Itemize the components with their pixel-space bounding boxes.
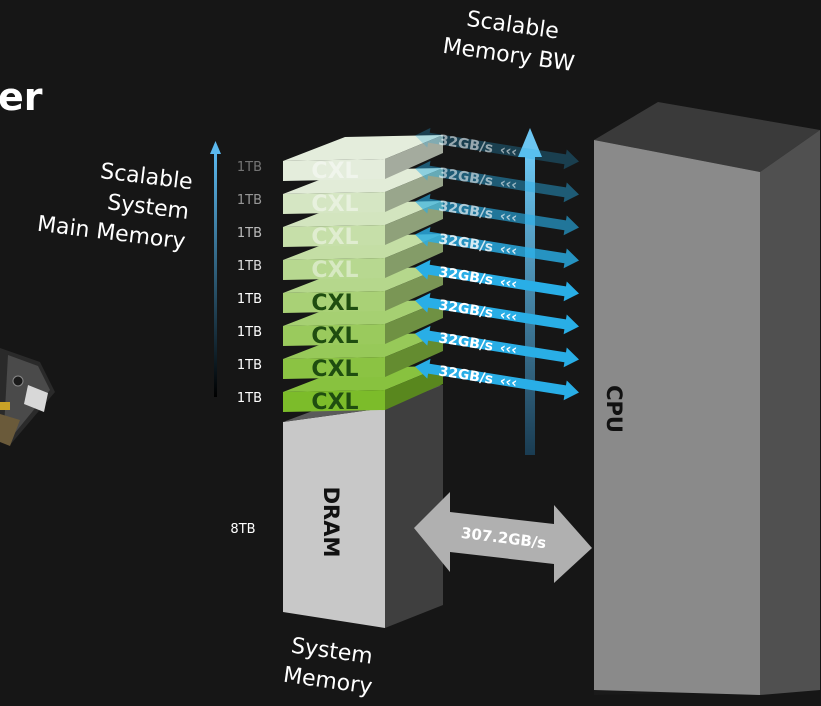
- cxl-front-face: [283, 192, 385, 214]
- cxl-side-face: [385, 300, 443, 344]
- cxl-arrow-shape: [415, 358, 580, 401]
- cxl-top-face: [283, 366, 443, 392]
- cxl-arrow-shape: [415, 292, 580, 335]
- cxl-bandwidth-label: 32GB/s: [437, 264, 494, 288]
- cxl-label: CXL: [311, 390, 358, 415]
- cxl-bandwidth-label: 32GB/s: [437, 198, 494, 222]
- cxl-arrow-shape: [415, 127, 580, 170]
- cxl-side-face: [385, 135, 443, 179]
- scalable-bw-label: Scalable Memory BW: [441, 7, 576, 77]
- scalable-system-arrow: [210, 141, 221, 397]
- cxl-top-face: [283, 267, 443, 293]
- cxl-top-face: [283, 168, 443, 194]
- cxl-label: CXL: [311, 159, 358, 184]
- cxl-side-face: [385, 366, 443, 410]
- cxl-module: CXL: [283, 234, 443, 283]
- cxl-module: CXL: [283, 333, 443, 382]
- cxl-device-image: [0, 348, 55, 446]
- cxl-label: CXL: [311, 357, 358, 382]
- cxl-capacity-label: 1TB: [237, 325, 262, 340]
- cxl-top-face: [283, 333, 443, 359]
- cxl-bandwidth-label: 32GB/s: [437, 132, 494, 156]
- cxl-arrow-shape: [415, 193, 580, 236]
- cxl-capacity-label: 1TB: [237, 391, 262, 406]
- chevron-left-icon: ‹‹‹: [499, 307, 519, 326]
- cxl-capacity-label: 1TB: [237, 259, 262, 274]
- cxl-module: CXL: [283, 135, 443, 184]
- dram-cpu-arrow: 307.2GB/s: [414, 492, 592, 583]
- cxl-top-face: [283, 234, 443, 260]
- cxl-arrow-shape: [415, 226, 580, 269]
- cxl-label: CXL: [311, 225, 358, 250]
- cxl-side-face: [385, 168, 443, 212]
- dram-label: DRAM: [319, 487, 343, 558]
- bandwidth-arrows: 32GB/s ‹‹‹ 32GB/s ‹‹‹ 32GB/s ‹‹‹ 32GB/s ‹‹‹ 32GB…: [415, 127, 580, 401]
- cxl-side-face: [385, 234, 443, 278]
- cxl-bandwidth-label: 32GB/s: [437, 297, 494, 321]
- cxl-module: CXL: [283, 267, 443, 316]
- cxl-bandwidth-label: 32GB/s: [437, 330, 494, 354]
- cxl-capacity-label: 1TB: [237, 292, 262, 307]
- chevron-left-icon: ‹‹‹: [499, 373, 519, 392]
- memory-bw-arrow: [518, 128, 542, 455]
- chevron-left-icon: ‹‹‹: [499, 142, 519, 161]
- chevron-left-icon: ‹‹‹: [499, 208, 519, 227]
- cxl-bandwidth-label: 32GB/s: [437, 165, 494, 189]
- cpu-label: CPU: [602, 385, 626, 433]
- cxl-module: CXL: [283, 168, 443, 217]
- cxl-arrow-shape: [415, 160, 580, 203]
- cxl-bandwidth-label: 32GB/s: [437, 363, 494, 387]
- dram-block: DRAM: [283, 385, 443, 628]
- cxl-front-face: [283, 390, 385, 412]
- chevron-left-icon: ‹‹‹: [499, 175, 519, 194]
- chevron-left-icon: ‹‹‹: [499, 340, 519, 359]
- cxl-front-face: [283, 225, 385, 247]
- cxl-side-face: [385, 201, 443, 245]
- cxl-label: CXL: [311, 258, 358, 283]
- cpu-block: CPU: [594, 102, 820, 695]
- cxl-top-face: [283, 135, 443, 161]
- chevron-left-icon: ‹‹‹: [499, 274, 519, 293]
- cxl-module: CXL: [283, 201, 443, 250]
- cxl-top-face: [283, 300, 443, 326]
- cxl-capacity-label: 1TB: [237, 160, 262, 175]
- cxl-capacity-label: 1TB: [237, 193, 262, 208]
- cxl-label: CXL: [311, 192, 358, 217]
- header-title: er: [0, 75, 43, 119]
- cxl-front-face: [283, 357, 385, 379]
- dram-capacity: 8TB: [230, 522, 255, 537]
- cxl-module: CXL: [283, 366, 443, 415]
- scalable-system-line2: System: [106, 190, 190, 225]
- cxl-side-face: [385, 333, 443, 377]
- cxl-side-face: [385, 267, 443, 311]
- chevron-left-icon: ‹‹‹: [499, 241, 519, 260]
- system-memory-label: System Memory: [282, 634, 375, 700]
- cxl-top-face: [283, 201, 443, 227]
- cxl-stack: CXL CXL CXL CXL CXL CXL CXL CXL: [283, 135, 443, 415]
- cxl-front-face: [283, 258, 385, 280]
- system-memory-line2: Memory: [282, 663, 374, 700]
- cxl-front-face: [283, 291, 385, 313]
- capacity-labels: 1TB 1TB 1TB 1TB 1TB 1TB 1TB 1TB: [237, 160, 262, 406]
- cxl-arrow-shape: [415, 259, 580, 302]
- cxl-capacity-label: 1TB: [237, 226, 262, 241]
- cxl-front-face: [283, 159, 385, 181]
- cxl-label: CXL: [311, 324, 358, 349]
- cxl-arrow-shape: [415, 325, 580, 368]
- scalable-system-label: Scalable System Main Memory: [36, 159, 194, 255]
- cxl-bandwidth-label: 32GB/s: [437, 231, 494, 255]
- cxl-module: CXL: [283, 300, 443, 349]
- cxl-capacity-label: 1TB: [237, 358, 262, 373]
- cxl-label: CXL: [311, 291, 358, 316]
- cxl-front-face: [283, 324, 385, 346]
